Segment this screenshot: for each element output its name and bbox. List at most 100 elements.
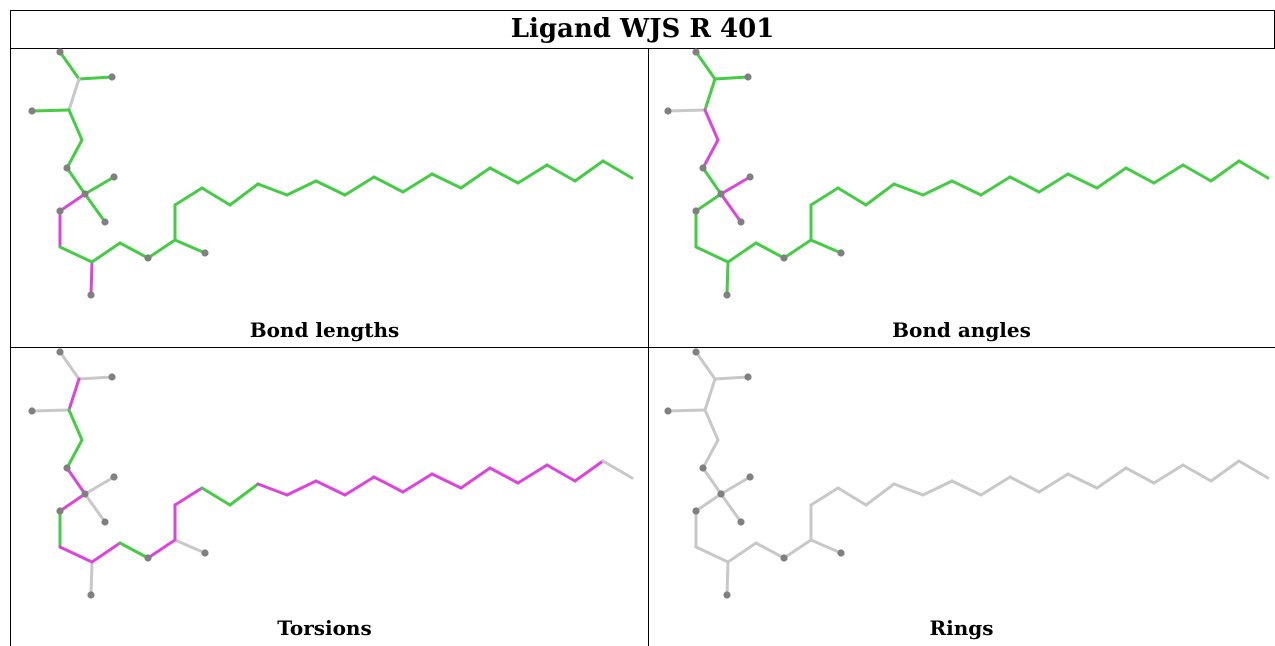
bond (401, 472, 434, 494)
bond (372, 175, 405, 194)
atom (837, 549, 845, 557)
bond (694, 245, 730, 264)
bond (83, 492, 107, 524)
bond (77, 375, 114, 381)
bond (83, 475, 116, 496)
bond (1008, 475, 1041, 494)
atom (201, 549, 209, 557)
bond (754, 241, 786, 260)
bond (65, 166, 87, 196)
bond (1037, 172, 1070, 194)
bond (118, 241, 150, 260)
bond (1095, 166, 1128, 190)
bond (488, 466, 520, 485)
bond (864, 482, 896, 507)
grid-line-top (10, 10, 1275, 11)
bond (719, 175, 752, 196)
atom (144, 554, 152, 562)
bond (459, 166, 492, 190)
bond (1209, 159, 1241, 183)
bond (719, 192, 743, 224)
bond (65, 466, 87, 496)
bond (430, 472, 463, 490)
atom (56, 207, 64, 215)
bond (601, 159, 634, 180)
bond (58, 350, 81, 381)
bond (314, 179, 347, 197)
atom (63, 464, 71, 472)
bond (67, 77, 81, 112)
bond (950, 179, 983, 197)
bond (666, 108, 707, 113)
bond (809, 238, 843, 255)
atom (717, 190, 725, 198)
bond (979, 175, 1012, 197)
bond (146, 538, 177, 560)
bond (601, 459, 634, 480)
bond (809, 538, 843, 555)
bond (979, 475, 1012, 497)
bond (30, 408, 71, 413)
atom (746, 173, 754, 181)
bond (703, 108, 720, 142)
atom (110, 473, 118, 481)
bond (401, 172, 434, 194)
atom (108, 73, 116, 81)
bond (1237, 459, 1270, 480)
bond (836, 486, 868, 507)
atom (744, 373, 752, 381)
bond (146, 238, 177, 260)
bond (892, 482, 925, 497)
atom (692, 348, 700, 356)
bond (65, 438, 84, 470)
bond (573, 459, 605, 483)
atom (780, 254, 788, 262)
bond (754, 541, 786, 560)
atom (746, 473, 754, 481)
atom (28, 107, 36, 115)
bond (892, 182, 925, 197)
bond (200, 486, 232, 507)
bond (864, 182, 896, 207)
bond (573, 159, 605, 183)
bond (67, 408, 84, 442)
grid-line-center (648, 48, 649, 646)
atom (723, 591, 731, 599)
bond (809, 486, 840, 507)
bond (950, 479, 983, 497)
atom (744, 73, 752, 81)
bond (725, 260, 730, 297)
bond (545, 163, 577, 183)
bond (694, 492, 723, 513)
bond (430, 172, 463, 190)
bond (1152, 163, 1185, 185)
bond (1181, 163, 1213, 183)
bond (314, 479, 347, 497)
atom (717, 490, 725, 498)
bond (58, 192, 87, 213)
atom (837, 249, 845, 257)
bond (488, 166, 520, 185)
bond (173, 238, 207, 255)
bond (701, 466, 723, 496)
atom (101, 518, 109, 526)
bond (90, 241, 122, 264)
bond (256, 182, 289, 197)
panel-bond-lengths: Bond lengths (0, 0, 649, 347)
caption-bond-lengths: Bond lengths (249, 318, 400, 342)
atom (144, 254, 152, 262)
bond (1152, 463, 1185, 485)
atom (201, 249, 209, 257)
atom (737, 518, 745, 526)
bond (459, 466, 492, 490)
bond (921, 479, 954, 497)
bond (516, 163, 549, 185)
bond (343, 175, 376, 197)
atom (692, 48, 700, 56)
bond (1095, 466, 1128, 490)
bond (701, 438, 720, 470)
atom (81, 490, 89, 498)
bond (836, 186, 868, 207)
bond (30, 108, 71, 113)
atom (87, 291, 95, 299)
